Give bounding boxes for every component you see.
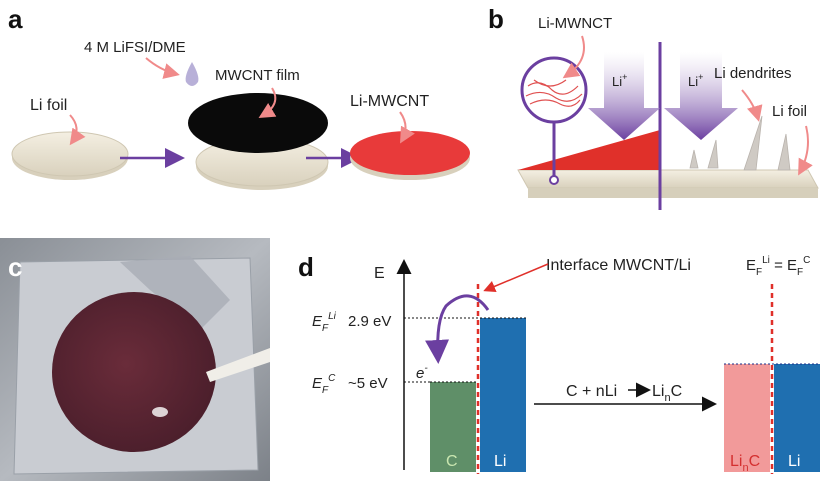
ef-li-value: 2.9 eV xyxy=(348,313,391,330)
interface-pointer xyxy=(483,263,549,293)
eq-mid: = E xyxy=(770,257,797,274)
composite-label: Li-MWNCT xyxy=(538,15,612,32)
panel-label-a: a xyxy=(8,4,23,34)
linc-sub: n xyxy=(742,462,748,474)
eq-lhs-sub: F xyxy=(756,267,762,278)
foil-slab-edge xyxy=(528,188,818,198)
li-ion-label-right: Li+ xyxy=(688,72,703,89)
ef-c-sub: F xyxy=(322,385,329,396)
li-ion-arrow-left xyxy=(588,52,660,140)
electron-label: e- xyxy=(416,363,428,382)
b-li-foil-label: Li foil xyxy=(772,103,807,120)
li-dendrites xyxy=(689,115,791,171)
equilibrium-label: EFLi = EFC xyxy=(746,255,810,278)
lithium-band-right xyxy=(774,364,820,472)
linc-main: Li xyxy=(730,453,742,470)
panel-a: a Li foil 4 M LiFSI/DME MWCNT film Li-MW… xyxy=(8,4,470,190)
reaction-right: LinC xyxy=(652,383,682,404)
li-ion-text-left: Li xyxy=(612,74,622,89)
panel-c-photo: c xyxy=(0,238,270,481)
ef-c-value: ~5 eV xyxy=(348,375,388,392)
carbon-band xyxy=(430,382,476,472)
product-disc xyxy=(350,131,470,175)
interface-label: Interface MWCNT/Li xyxy=(546,257,691,274)
li-ion-charge-left: + xyxy=(622,72,627,82)
eq-lhs: E xyxy=(746,257,756,274)
reaction-right-main: Li xyxy=(652,383,664,400)
ef-li-sub: F xyxy=(322,323,329,334)
li-ion-charge-right: + xyxy=(698,72,703,82)
li-foil-disc xyxy=(11,131,129,177)
panel-b: b Li-MWNCT Li+ Li+ Li d xyxy=(488,4,819,210)
ef-li-sup: Li xyxy=(328,311,337,322)
ef-li-main: E xyxy=(312,313,323,330)
electrolyte-pointer xyxy=(145,57,180,79)
lithium-band xyxy=(480,318,526,472)
mwcnt-film-disc xyxy=(188,93,328,153)
reaction-left: C + nLi xyxy=(566,383,617,400)
li-foil-label: Li foil xyxy=(30,97,67,114)
ef-c-symbol: EFC xyxy=(312,373,336,396)
li-ion-text-right: Li xyxy=(688,74,698,89)
eq-rhs-sup: C xyxy=(803,255,810,266)
ef-c-sup: C xyxy=(328,373,336,384)
electrolyte-label: 4 M LiFSI/DME xyxy=(84,39,186,56)
eq-rhs-sub: F xyxy=(797,267,803,278)
ef-li-symbol: EFLi xyxy=(312,311,337,334)
reaction-right-sub: n xyxy=(664,392,670,404)
product-label: Li-MWCNT xyxy=(350,93,429,110)
lithium-band-right-label: Li xyxy=(788,453,800,470)
photo-spatula xyxy=(206,348,270,382)
lithium-band-label: Li xyxy=(494,453,506,470)
electron-transfer-arrow xyxy=(425,294,490,364)
energy-axis-label: E xyxy=(374,265,385,282)
b-li-foil-pointer xyxy=(798,125,813,176)
panel-label-c: c xyxy=(8,252,22,282)
mwcnt-film-pointer xyxy=(258,87,277,119)
photo-coated-disc xyxy=(52,292,216,452)
electron-text: e xyxy=(416,365,424,382)
reaction-right-end: C xyxy=(671,383,683,400)
product-pointer xyxy=(399,111,415,144)
li-ion-label-left: Li+ xyxy=(612,72,627,89)
electrolyte-drop-icon xyxy=(185,62,199,86)
li-foil-pointer xyxy=(69,114,86,146)
photo-foil-patch xyxy=(120,256,230,330)
dendrites-pointer xyxy=(741,89,763,122)
linc-band xyxy=(724,364,770,472)
foil-slab xyxy=(517,169,819,189)
eq-lhs-sup: Li xyxy=(762,255,770,266)
electron-charge: - xyxy=(424,363,428,374)
panel-label-b: b xyxy=(488,4,504,34)
li-ion-arrow-right xyxy=(664,52,738,140)
photo-highlight xyxy=(152,407,168,417)
carbon-band-label: C xyxy=(446,453,458,470)
panel-label-d: d xyxy=(298,252,314,282)
zoom-anchor xyxy=(549,175,559,185)
composite-layer xyxy=(518,130,660,170)
linc-band-label: LinC xyxy=(730,453,760,474)
dendrites-label: Li dendrites xyxy=(714,65,792,82)
linc-end: C xyxy=(749,453,761,470)
panel-d: d E EFLi 2.9 eV EFC ~5 eV C Li Interface… xyxy=(298,252,820,474)
ef-c-main: E xyxy=(312,375,323,392)
nanotube-network xyxy=(525,79,583,107)
composite-pointer xyxy=(562,35,585,79)
mwcnt-film-label: MWCNT film xyxy=(215,67,300,84)
